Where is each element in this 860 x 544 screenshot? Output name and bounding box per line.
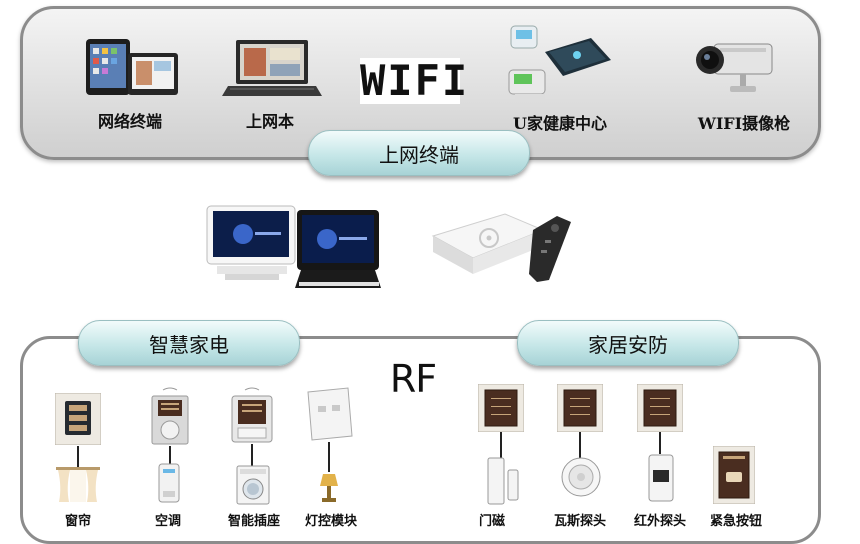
gateway-box-image	[425, 208, 580, 288]
light-control-image	[304, 386, 354, 442]
curtain-label: 窗帘	[64, 514, 91, 529]
curtain-wire	[77, 446, 79, 468]
curtain-switch-image	[54, 392, 102, 446]
air-conditioner-image	[158, 463, 180, 503]
terminal-tablets-image	[203, 202, 383, 290]
lamp-image	[318, 472, 340, 504]
tablet-image	[84, 38, 180, 98]
door-sensor-wire	[500, 432, 502, 458]
tablet-label: 网络终端	[97, 112, 162, 131]
gas-detector-wire	[579, 432, 581, 458]
wifi-text: WIFI	[360, 56, 470, 105]
wifi-camera-image	[690, 38, 780, 100]
smart-appliances-badge: 智慧家电	[78, 320, 300, 366]
door-sensor-label: 门磁	[478, 514, 505, 529]
gas-detector-panel-image	[556, 383, 604, 433]
home-security-badge: 家居安防	[517, 320, 739, 366]
curtain-image	[56, 467, 100, 503]
smart-socket-image	[230, 386, 274, 444]
gas-detector-label: 瓦斯探头	[553, 514, 606, 529]
infrared-detector-label: 红外探头	[633, 514, 686, 529]
air-conditioner-label: 空调	[154, 514, 181, 529]
ac-wire	[169, 446, 171, 464]
infrared-panel-image	[636, 383, 684, 433]
emergency-button-label: 紧急按钮	[709, 514, 762, 529]
door-sensor-image	[486, 456, 520, 506]
door-sensor-panel-image	[477, 383, 525, 433]
internet-terminal-badge: 上网终端	[308, 130, 530, 176]
rf-text: RF	[382, 357, 444, 401]
light-control-wire	[328, 442, 330, 472]
laptop-image	[222, 38, 322, 98]
health-center-image	[505, 24, 615, 108]
ac-socket-image	[150, 386, 190, 446]
gas-detector-image	[560, 456, 602, 498]
wifi-camera-label: WIFI摄像枪	[697, 114, 791, 133]
light-control-label: 灯控模块	[304, 514, 357, 529]
emergency-button-image	[712, 445, 756, 505]
washing-machine-image	[236, 465, 270, 505]
smart-socket-wire	[251, 444, 253, 466]
infrared-detector-image	[648, 454, 674, 502]
infrared-wire	[659, 432, 661, 454]
smart-socket-label: 智能插座	[227, 514, 280, 529]
laptop-label: 上网本	[245, 112, 294, 131]
health-center-label: U家健康中心	[513, 114, 607, 133]
